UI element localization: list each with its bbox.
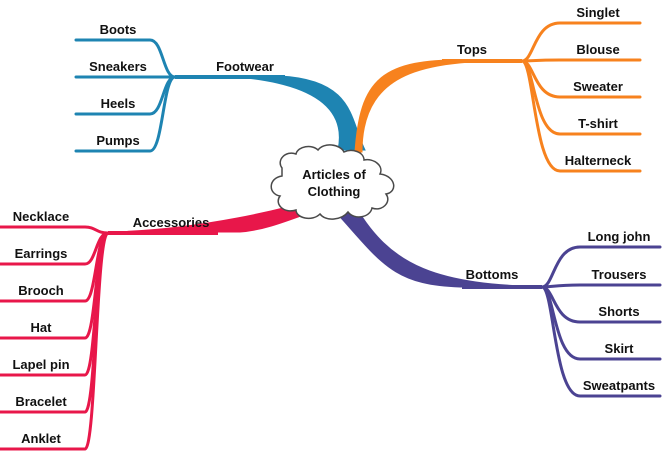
bottoms-leaf-3[interactable]: Shorts: [598, 304, 639, 319]
tops-leaf-3[interactable]: Sweater: [573, 79, 623, 94]
central-cloud-shape: [270, 144, 395, 220]
accessories-leaf-5[interactable]: Lapel pin: [12, 357, 69, 372]
central-label-line-1: Articles of: [302, 167, 366, 182]
tops-leaf-5[interactable]: Halterneck: [565, 153, 632, 168]
accessories-leaf-connector-1: [0, 225, 110, 235]
tops-leaf-1[interactable]: Singlet: [576, 5, 620, 20]
accessories-branch-label[interactable]: Accessories: [133, 215, 210, 230]
footwear-leaf-2[interactable]: Sneakers: [89, 59, 147, 74]
accessories-leaf-7[interactable]: Anklet: [21, 431, 61, 446]
accessories-leaf-3[interactable]: Brooch: [18, 283, 64, 298]
accessories-leaf-2[interactable]: Earrings: [15, 246, 68, 261]
bottoms-leaf-4[interactable]: Skirt: [605, 341, 635, 356]
bottoms-leaf-connector-5: [540, 285, 662, 398]
tops-leaf-2[interactable]: Blouse: [576, 42, 619, 57]
tops-branch-connector: [354, 59, 526, 153]
footwear-branch-connector: [169, 75, 366, 151]
bottoms-leaf-5[interactable]: Sweatpants: [583, 378, 655, 393]
footwear-branch-label[interactable]: Footwear: [216, 59, 274, 74]
accessories-leaf-1[interactable]: Necklace: [13, 209, 69, 224]
bottoms-leaf-2[interactable]: Trousers: [592, 267, 647, 282]
central-label-line-2: Clothing: [308, 184, 361, 199]
bottoms-leaf-connector-2: [540, 283, 662, 289]
bottoms-branch-label[interactable]: Bottoms: [466, 267, 519, 282]
accessories-leaf-6[interactable]: Bracelet: [15, 394, 67, 409]
footwear-leaf-connector-4: [74, 75, 177, 153]
tops-leaf-4[interactable]: T-shirt: [578, 116, 618, 131]
central-node[interactable]: Articles of Clothing: [270, 144, 395, 220]
footwear-leaf-1[interactable]: Boots: [100, 22, 137, 37]
accessories-leaf-4[interactable]: Hat: [31, 320, 53, 335]
bottoms-leaf-1[interactable]: Long john: [588, 229, 651, 244]
tops-branch-label[interactable]: Tops: [457, 42, 487, 57]
tops-leaf-connector-5: [520, 59, 642, 173]
accessories-leaf-connector-7: [0, 231, 110, 451]
tops-leaf-connector-2: [520, 58, 642, 63]
footwear-leaf-3[interactable]: Heels: [101, 96, 136, 111]
footwear-leaf-4[interactable]: Pumps: [96, 133, 139, 148]
